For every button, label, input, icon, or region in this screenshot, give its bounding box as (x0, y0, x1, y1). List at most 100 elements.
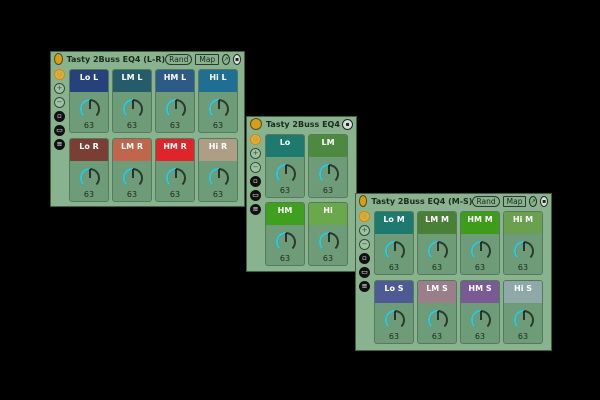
macro-cell: Lo S 63 (374, 280, 414, 344)
macro-label: LM R (113, 139, 151, 161)
macro-value: 63 (169, 121, 181, 130)
hot-swap-icon[interactable]: ↗ (222, 53, 231, 65)
macro-cell: LM L 63 (112, 69, 152, 133)
mapping-icon[interactable]: ≡ (359, 281, 370, 292)
macro-icon[interactable]: ◎ (359, 211, 370, 222)
add-variation-icon[interactable]: + (250, 148, 261, 159)
macro-label: Lo S (375, 281, 413, 303)
macro-knob[interactable] (122, 167, 144, 189)
macro-knob[interactable] (384, 309, 406, 331)
map-button[interactable]: Map (195, 53, 220, 65)
macro-label: HM S (461, 281, 499, 303)
save-icon[interactable]: ▪ (342, 118, 353, 130)
macro-cell: Lo R 63 (69, 138, 109, 202)
randomize-icon[interactable]: ▭ (359, 267, 370, 278)
map-button[interactable]: Map (502, 195, 527, 207)
macro-knob[interactable] (513, 309, 535, 331)
macro-value: 63 (322, 254, 334, 263)
macro-value: 63 (517, 332, 529, 341)
macro-value: 63 (83, 121, 95, 130)
macro-knob[interactable] (470, 309, 492, 331)
macro-value: 63 (322, 186, 334, 195)
macro-value: 63 (212, 121, 224, 130)
device-title: Tasty 2Buss EQ4 (266, 119, 340, 129)
title-bar: Tasty 2Buss EQ4▪ (247, 117, 356, 131)
add-variation-icon[interactable]: + (359, 225, 370, 236)
save-icon[interactable]: ▪ (233, 53, 242, 65)
macro-value: 63 (474, 332, 486, 341)
macro-knob[interactable] (318, 231, 340, 253)
macro-value: 63 (126, 190, 138, 199)
macro-knob[interactable] (384, 240, 406, 262)
macro-knob[interactable] (165, 167, 187, 189)
macro-label: LM M (418, 212, 456, 234)
macro-value: 63 (431, 332, 443, 341)
snapshot-icon[interactable]: ▫ (54, 111, 65, 122)
rand-button[interactable]: Rand (165, 53, 193, 65)
macro-label: Hi M (504, 212, 542, 234)
remove-variation-icon[interactable]: − (54, 97, 65, 108)
macro-cell: HM M 63 (460, 211, 500, 275)
device-power-toggle[interactable] (359, 195, 368, 207)
macro-cell: Hi 63 (308, 202, 348, 266)
macro-label: Lo R (70, 139, 108, 161)
macro-value: 63 (474, 263, 486, 272)
rand-button[interactable]: Rand (472, 195, 500, 207)
macro-label: Hi L (199, 70, 237, 92)
macro-value: 63 (517, 263, 529, 272)
macro-icon[interactable]: ◎ (250, 134, 261, 145)
remove-variation-icon[interactable]: − (250, 162, 261, 173)
macro-knob[interactable] (275, 163, 297, 185)
macro-label: Lo (266, 135, 304, 157)
macro-value: 63 (83, 190, 95, 199)
macro-knob[interactable] (513, 240, 535, 262)
device-power-toggle[interactable] (250, 118, 262, 130)
macro-value: 63 (388, 332, 400, 341)
macro-icon[interactable]: ◎ (54, 69, 65, 80)
mapping-icon[interactable]: ≡ (54, 139, 65, 150)
save-icon[interactable]: ▪ (540, 195, 548, 207)
macro-knob[interactable] (275, 231, 297, 253)
randomize-icon[interactable]: ▭ (54, 125, 65, 136)
macro-knob[interactable] (208, 167, 230, 189)
macro-knob[interactable] (470, 240, 492, 262)
macro-value: 63 (169, 190, 181, 199)
macro-label: HM M (461, 212, 499, 234)
macro-value: 63 (212, 190, 224, 199)
mapping-icon[interactable]: ≡ (250, 204, 261, 215)
snapshot-icon[interactable]: ▫ (250, 176, 261, 187)
macro-label: HM L (156, 70, 194, 92)
snapshot-icon[interactable]: ▫ (359, 253, 370, 264)
macro-cell: HM L 63 (155, 69, 195, 133)
macro-knob[interactable] (122, 98, 144, 120)
macro-label: Hi S (504, 281, 542, 303)
macro-label: LM L (113, 70, 151, 92)
macro-knob[interactable] (318, 163, 340, 185)
device-title: Tasty 2Buss EQ4 (L-R) (66, 54, 166, 64)
macro-knob[interactable] (208, 98, 230, 120)
remove-variation-icon[interactable]: − (359, 239, 370, 250)
add-variation-icon[interactable]: + (54, 83, 65, 94)
macro-knob[interactable] (79, 167, 101, 189)
macro-knob[interactable] (165, 98, 187, 120)
macro-cell: Hi S 63 (503, 280, 543, 344)
device-title: Tasty 2Buss EQ4 (M-S) (371, 196, 473, 206)
macro-label: Hi (309, 203, 347, 225)
device-power-toggle[interactable] (54, 53, 63, 65)
macro-knob[interactable] (79, 98, 101, 120)
macro-value: 63 (126, 121, 138, 130)
hot-swap-icon[interactable]: ↗ (529, 195, 538, 207)
randomize-icon[interactable]: ▭ (250, 190, 261, 201)
macro-label: LM S (418, 281, 456, 303)
macro-knob[interactable] (427, 240, 449, 262)
macro-cell: LM R 63 (112, 138, 152, 202)
macro-knob[interactable] (427, 309, 449, 331)
